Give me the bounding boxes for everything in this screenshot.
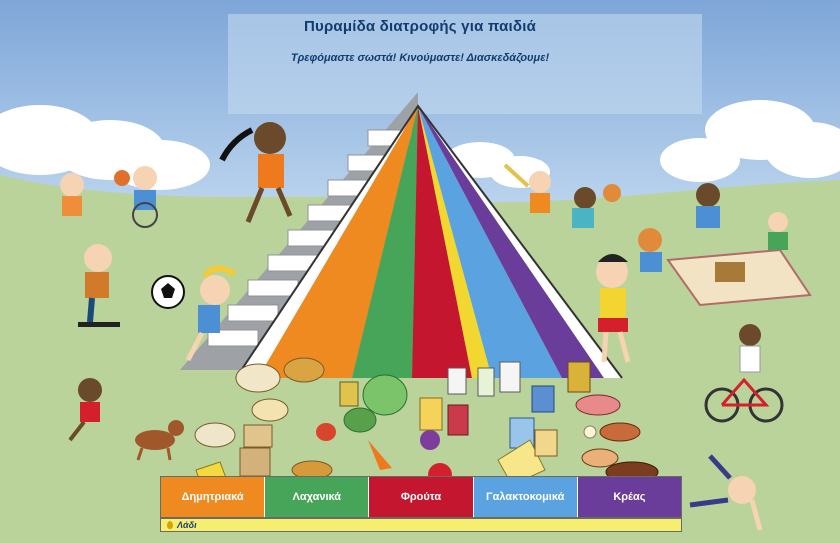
bicycle-icon — [704, 324, 784, 423]
page-subtitle: Τρεφόμαστε σωστά! Κινούμαστε! Διασκεδάζο… — [290, 52, 550, 64]
cloud-icon — [0, 105, 210, 190]
pyramid-icon — [235, 104, 623, 379]
legend-oil[interactable]: Λάδι — [160, 518, 682, 532]
food-group-legend: Δημητριακά Λαχανικά Φρούτα Γαλακτοκομικά… — [160, 476, 682, 518]
legend-vegetables[interactable]: Λαχανικά — [265, 477, 370, 517]
title-panel — [228, 14, 702, 114]
child-figure-icon — [60, 170, 130, 216]
legend-oil-label: Λάδι — [177, 520, 197, 530]
legend-meat[interactable]: Κρέας — [577, 477, 682, 517]
child-figure-icon — [219, 122, 293, 223]
dog-icon — [135, 420, 184, 461]
oil-drop-icon — [167, 521, 173, 529]
child-figure-icon — [78, 244, 120, 327]
ball-icon — [151, 275, 185, 309]
child-figure-icon — [596, 254, 631, 363]
child-figure-icon — [638, 183, 788, 272]
child-figure-icon — [68, 378, 102, 442]
child-figure-icon — [185, 265, 237, 362]
child-figure-icon — [572, 184, 621, 228]
picnic-blanket-icon — [666, 248, 812, 307]
page-title: Πυραμίδα διατροφής για παιδιά — [303, 18, 537, 35]
child-figure-icon — [132, 166, 158, 228]
legend-dairy[interactable]: Γαλακτοκομικά — [473, 477, 578, 517]
legend-cereals[interactable]: Δημητριακά — [161, 477, 266, 517]
child-figure-icon — [689, 454, 763, 531]
food-pile-icon — [194, 357, 659, 487]
child-figure-icon — [503, 163, 551, 213]
legend-fruits[interactable]: Φρούτα — [369, 477, 474, 517]
cloud-icon — [660, 100, 840, 182]
